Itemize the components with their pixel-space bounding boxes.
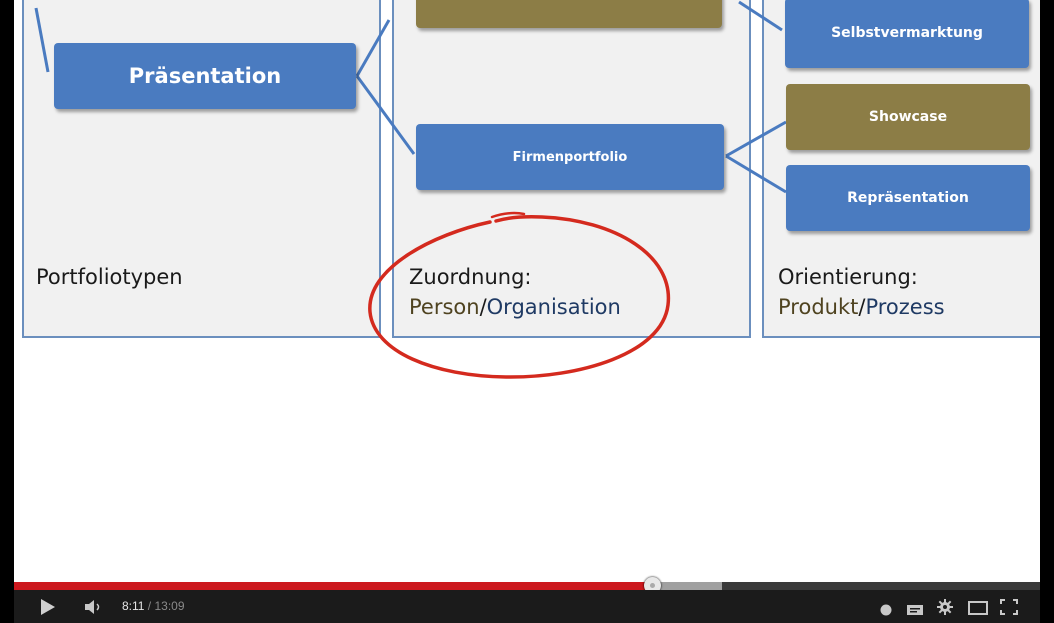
- label-zuordnung-sep: /: [479, 295, 487, 319]
- connector-lines: [34, 0, 787, 194]
- progress-scrubber-handle[interactable]: [644, 577, 662, 594]
- watch-later-icon[interactable]: [880, 601, 892, 620]
- label-prozess: Prozess: [865, 295, 945, 319]
- video-slide[interactable]: Präsentation Selbstvermarktung Firmenpor…: [14, 0, 1040, 582]
- label-organisation: Organisation: [486, 295, 621, 319]
- label-orientierung-title: Orientierung:: [778, 265, 918, 289]
- player-controls: 8:11 / 13:09: [14, 590, 1040, 623]
- theater-mode-icon[interactable]: [968, 600, 988, 619]
- label-produkt: Produkt: [778, 295, 859, 319]
- label-zuordnung-title: Zuordnung:: [409, 265, 532, 289]
- label-orientierung-values: Produkt/Prozess: [778, 292, 945, 322]
- diagram-box-praesentation: Präsentation: [54, 43, 356, 109]
- video-frame-right: [1040, 0, 1054, 623]
- label-zuordnung-values: Person/Organisation: [409, 292, 621, 322]
- time-display: 8:11 / 13:09: [122, 599, 185, 613]
- diagram-box-top-cut: [416, 0, 722, 28]
- video-frame-left: [0, 0, 14, 623]
- label-orientierung-sep: /: [858, 295, 866, 319]
- diagram-box-selbstvermarktung: Selbstvermarktung: [785, 0, 1029, 68]
- label-zuordnung: Zuordnung: Person/Organisation: [409, 262, 621, 322]
- diagram-box-repraesentation: Repräsentation: [786, 165, 1030, 231]
- progress-played: [14, 582, 653, 590]
- volume-icon[interactable]: [84, 599, 104, 619]
- label-portfoliotypen: Portfoliotypen: [36, 265, 183, 289]
- diagram-box-firmenportfolio: Firmenportfolio: [416, 124, 724, 190]
- progress-bar[interactable]: [14, 577, 1040, 594]
- annotation-circle: [368, 211, 671, 379]
- play-icon[interactable]: [40, 598, 56, 620]
- total-time: / 13:09: [144, 599, 185, 613]
- fullscreen-icon[interactable]: [1000, 599, 1018, 619]
- settings-icon[interactable]: [936, 598, 954, 620]
- label-orientierung: Orientierung: Produkt/Prozess: [778, 262, 945, 322]
- current-time: 8:11: [122, 599, 145, 613]
- captions-icon[interactable]: [907, 601, 923, 620]
- diagram-box-showcase: Showcase: [786, 84, 1030, 150]
- label-person: Person: [409, 295, 480, 319]
